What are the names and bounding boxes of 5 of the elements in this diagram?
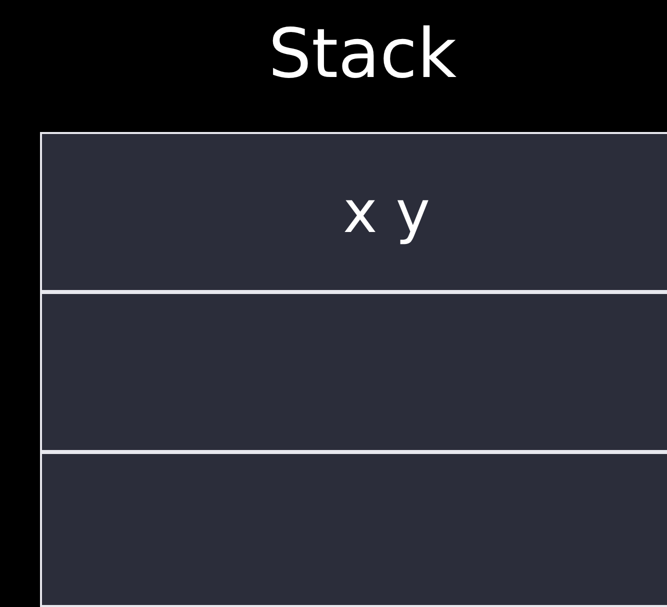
stack-frame-box	[40, 452, 667, 607]
stack-frame-box	[40, 292, 667, 452]
stack-frame-box	[40, 132, 667, 292]
variable-names: x y	[342, 178, 430, 246]
title: Stack	[267, 14, 458, 96]
